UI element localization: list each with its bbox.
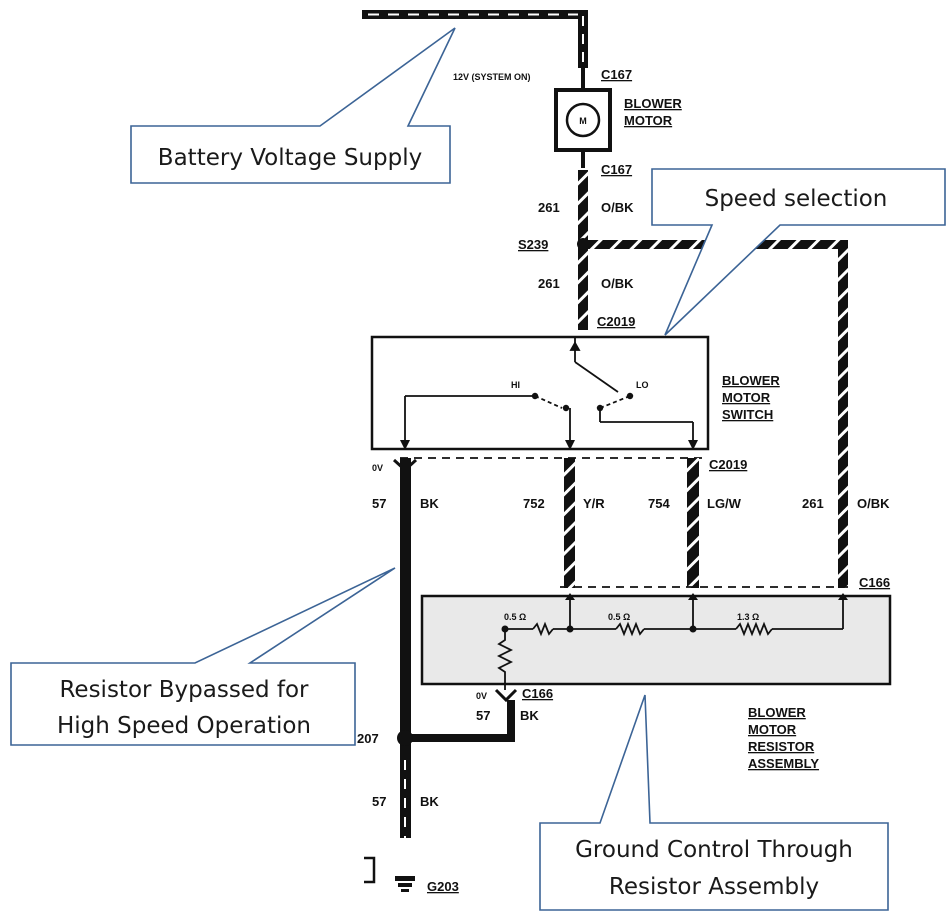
ground-symbol: [395, 876, 415, 892]
connector-c2019-bottom: C2019: [709, 457, 747, 472]
resistor-r2-value: 0.5 Ω: [608, 612, 630, 622]
wire-754-circuit: 754: [648, 496, 670, 511]
connector-c167-bottom: C167: [601, 162, 632, 177]
switch-label-1: BLOWER: [722, 373, 780, 388]
resistor-assembly-label-1: BLOWER: [748, 705, 806, 720]
c166-connector-chevron: [494, 688, 518, 703]
blower-motor-label-1: BLOWER: [624, 96, 682, 111]
wire-754-vertical: [687, 458, 699, 588]
callout-speed: Speed selection: [651, 168, 946, 336]
resistor-assembly-label-2: MOTOR: [748, 722, 797, 737]
callout-ground: Ground Control Through Resistor Assembly: [539, 694, 889, 911]
wire-754-color: LG/W: [707, 496, 742, 511]
switch-label-2: MOTOR: [722, 390, 771, 405]
wire-57-b-color: BK: [520, 708, 539, 723]
blower-motor: [554, 68, 612, 168]
callout-battery: Battery Voltage Supply: [130, 27, 456, 184]
connector-c2019-top: C2019: [597, 314, 635, 329]
wire-261-right-vertical: [838, 240, 848, 588]
resistor-assembly-label-4: ASSEMBLY: [748, 756, 819, 771]
wire-261-a-color: O/BK: [601, 200, 634, 215]
resistor-r3-value: 1.3 Ω: [737, 612, 759, 622]
motor-symbol: M: [579, 116, 587, 126]
callout-bypass: Resistor Bypassed for High Speed Operati…: [10, 567, 396, 746]
ground-g203-label: G203: [427, 879, 459, 894]
wire-752-color: Y/R: [583, 496, 605, 511]
callout-bypass-line-2: High Speed Operation: [57, 713, 311, 739]
splice-s239-label: S239: [518, 237, 548, 252]
callout-ground-line-1: Ground Control Through: [575, 837, 853, 863]
callout-battery-text: Battery Voltage Supply: [158, 145, 422, 171]
connector-c167-top: C167: [601, 67, 632, 82]
splice-s207: [397, 730, 413, 746]
wire-261-c-color: O/BK: [857, 496, 890, 511]
resistor-network: [496, 598, 844, 690]
wire-57-a-circuit: 57: [372, 496, 386, 511]
blower-motor-switch-box: [370, 335, 710, 451]
switch-arrows: [400, 440, 698, 450]
wire-261-a-circuit: 261: [538, 200, 560, 215]
resistor-junctions: [501, 593, 848, 633]
wire-261-b-color: O/BK: [601, 276, 634, 291]
battery-supply-wire: [362, 10, 588, 68]
splice-s207-label: 207: [357, 731, 379, 746]
wire-57-connector-chevron: [392, 458, 418, 473]
wire-57-a-color: BK: [420, 496, 439, 511]
voltage-0v-top: 0V: [372, 463, 383, 473]
wire-57-c-circuit: 57: [372, 794, 386, 809]
wire-57-b-circuit: 57: [476, 708, 490, 723]
splice-s239: [577, 238, 589, 250]
blower-motor-label-2: MOTOR: [624, 113, 673, 128]
wire-261-b-circuit: 261: [538, 276, 560, 291]
voltage-0v-bottom: 0V: [476, 691, 487, 701]
wire-752-vertical: [564, 458, 575, 588]
connector-c166-top: C166: [859, 575, 890, 590]
callout-speed-text: Speed selection: [705, 186, 888, 212]
wire-261-c-circuit: 261: [802, 496, 824, 511]
resistor-r1-value: 0.5 Ω: [504, 612, 526, 622]
resistor-assembly-label-3: RESISTOR: [748, 739, 815, 754]
callout-bypass-line-1: Resistor Bypassed for: [59, 677, 309, 703]
switch-label-3: SWITCH: [722, 407, 773, 422]
switch-lo-label: LO: [636, 380, 649, 390]
wire-57-ground-path: [410, 700, 515, 742]
switch-contacts: [531, 392, 634, 412]
callout-ground-line-2: Resistor Assembly: [609, 874, 819, 900]
bracket-mark: [364, 856, 376, 884]
resistor-assembly-box: [420, 594, 892, 686]
supply-voltage-label: 12V (SYSTEM ON): [453, 72, 531, 82]
connector-c166-bottom: C166: [522, 686, 553, 701]
wire-57-c-color: BK: [420, 794, 439, 809]
wire-752-circuit: 752: [523, 496, 545, 511]
wire-57-bk-vertical: [400, 458, 411, 838]
switch-internal-wiring: [404, 337, 694, 448]
switch-hi-label: HI: [511, 380, 520, 390]
